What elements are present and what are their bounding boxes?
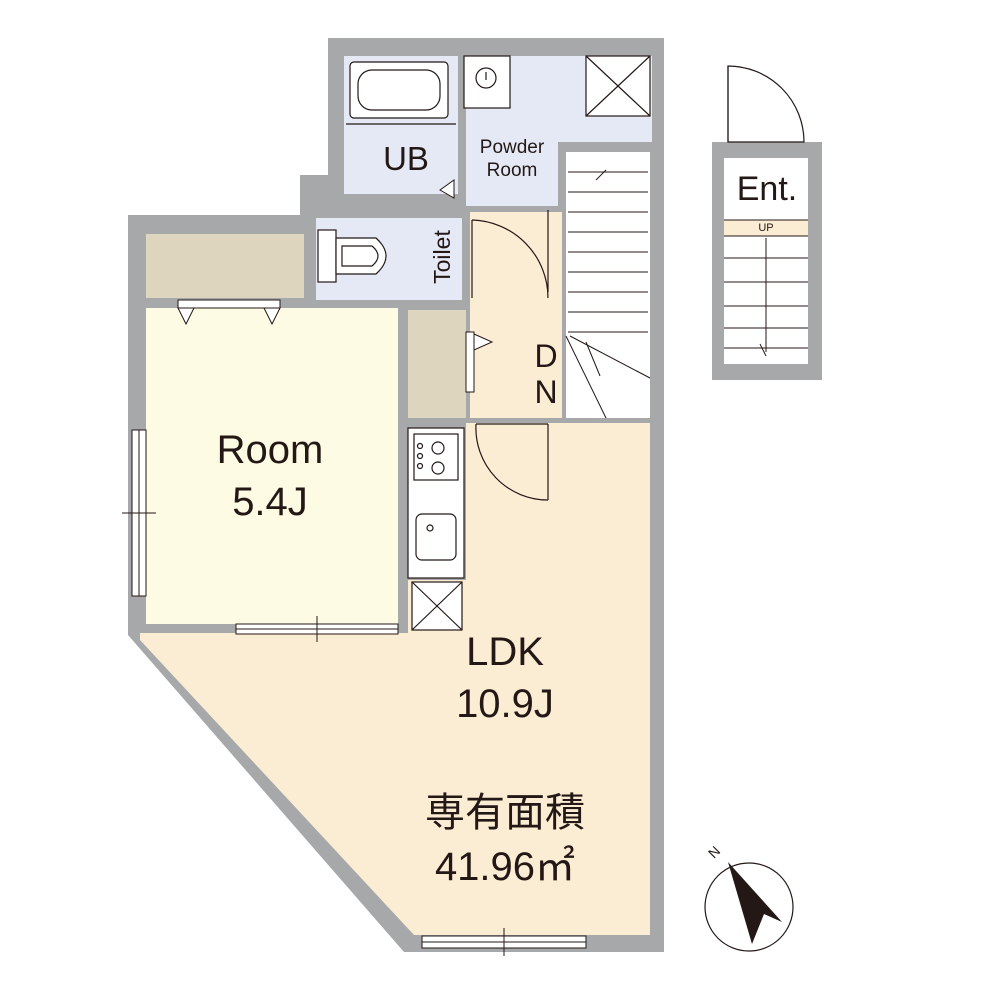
storage-upper <box>146 234 304 298</box>
unit-bath-label: UB <box>383 140 429 177</box>
ldk-floor <box>140 423 650 935</box>
room-size: 5.4J <box>232 480 308 524</box>
room-floor <box>146 308 398 624</box>
entrance-label: Ent. <box>736 170 798 208</box>
north-compass-icon <box>704 862 794 952</box>
window-room-south <box>235 616 399 642</box>
entrance-up-band <box>724 220 808 236</box>
ldk-name: LDK <box>466 630 544 674</box>
powder-room-label-line2: Room <box>486 160 538 181</box>
kitchen-counter <box>407 427 465 579</box>
wash-basin-icon <box>463 55 511 109</box>
storage-middle <box>408 310 466 418</box>
powder-room-label: Powder Room <box>466 136 558 182</box>
interior-staircase <box>565 169 651 419</box>
area-title: 専有面積 <box>425 791 585 835</box>
room-name: Room <box>216 428 324 472</box>
entrance-staircase <box>724 219 808 357</box>
window-room-west <box>122 429 156 597</box>
stair-direction-n: N <box>534 374 558 410</box>
ldk-size: 10.9J <box>456 682 554 726</box>
room-label: Room 5.4J <box>170 424 370 528</box>
hall-floor <box>470 212 562 418</box>
bathtub-icon <box>349 61 449 119</box>
closet-door-hall <box>465 331 494 393</box>
powder-room-floor-lower <box>466 140 558 206</box>
powder-room-door <box>439 179 455 199</box>
ldk-door <box>475 423 549 501</box>
stair-floor <box>566 152 650 418</box>
toilet-door <box>471 210 549 299</box>
area-value: 41.96㎡ <box>434 845 576 889</box>
area-label: 専有面積 41.96㎡ <box>380 786 630 894</box>
window-ldk-south <box>421 928 587 956</box>
entrance-up-label: UP <box>758 222 774 234</box>
powder-room-label-line1: Powder <box>479 137 545 158</box>
ldk-label: LDK 10.9J <box>405 626 605 730</box>
vent-icon-kitchen <box>411 581 463 631</box>
toilet-icon <box>317 229 387 283</box>
stair-direction-label: D N <box>526 338 566 410</box>
entrance-door <box>727 65 805 143</box>
stair-direction-d: D <box>534 338 558 374</box>
vent-icon-bath <box>585 55 651 117</box>
closet-doors-room <box>177 299 281 326</box>
toilet-label: Toilet <box>429 230 455 284</box>
